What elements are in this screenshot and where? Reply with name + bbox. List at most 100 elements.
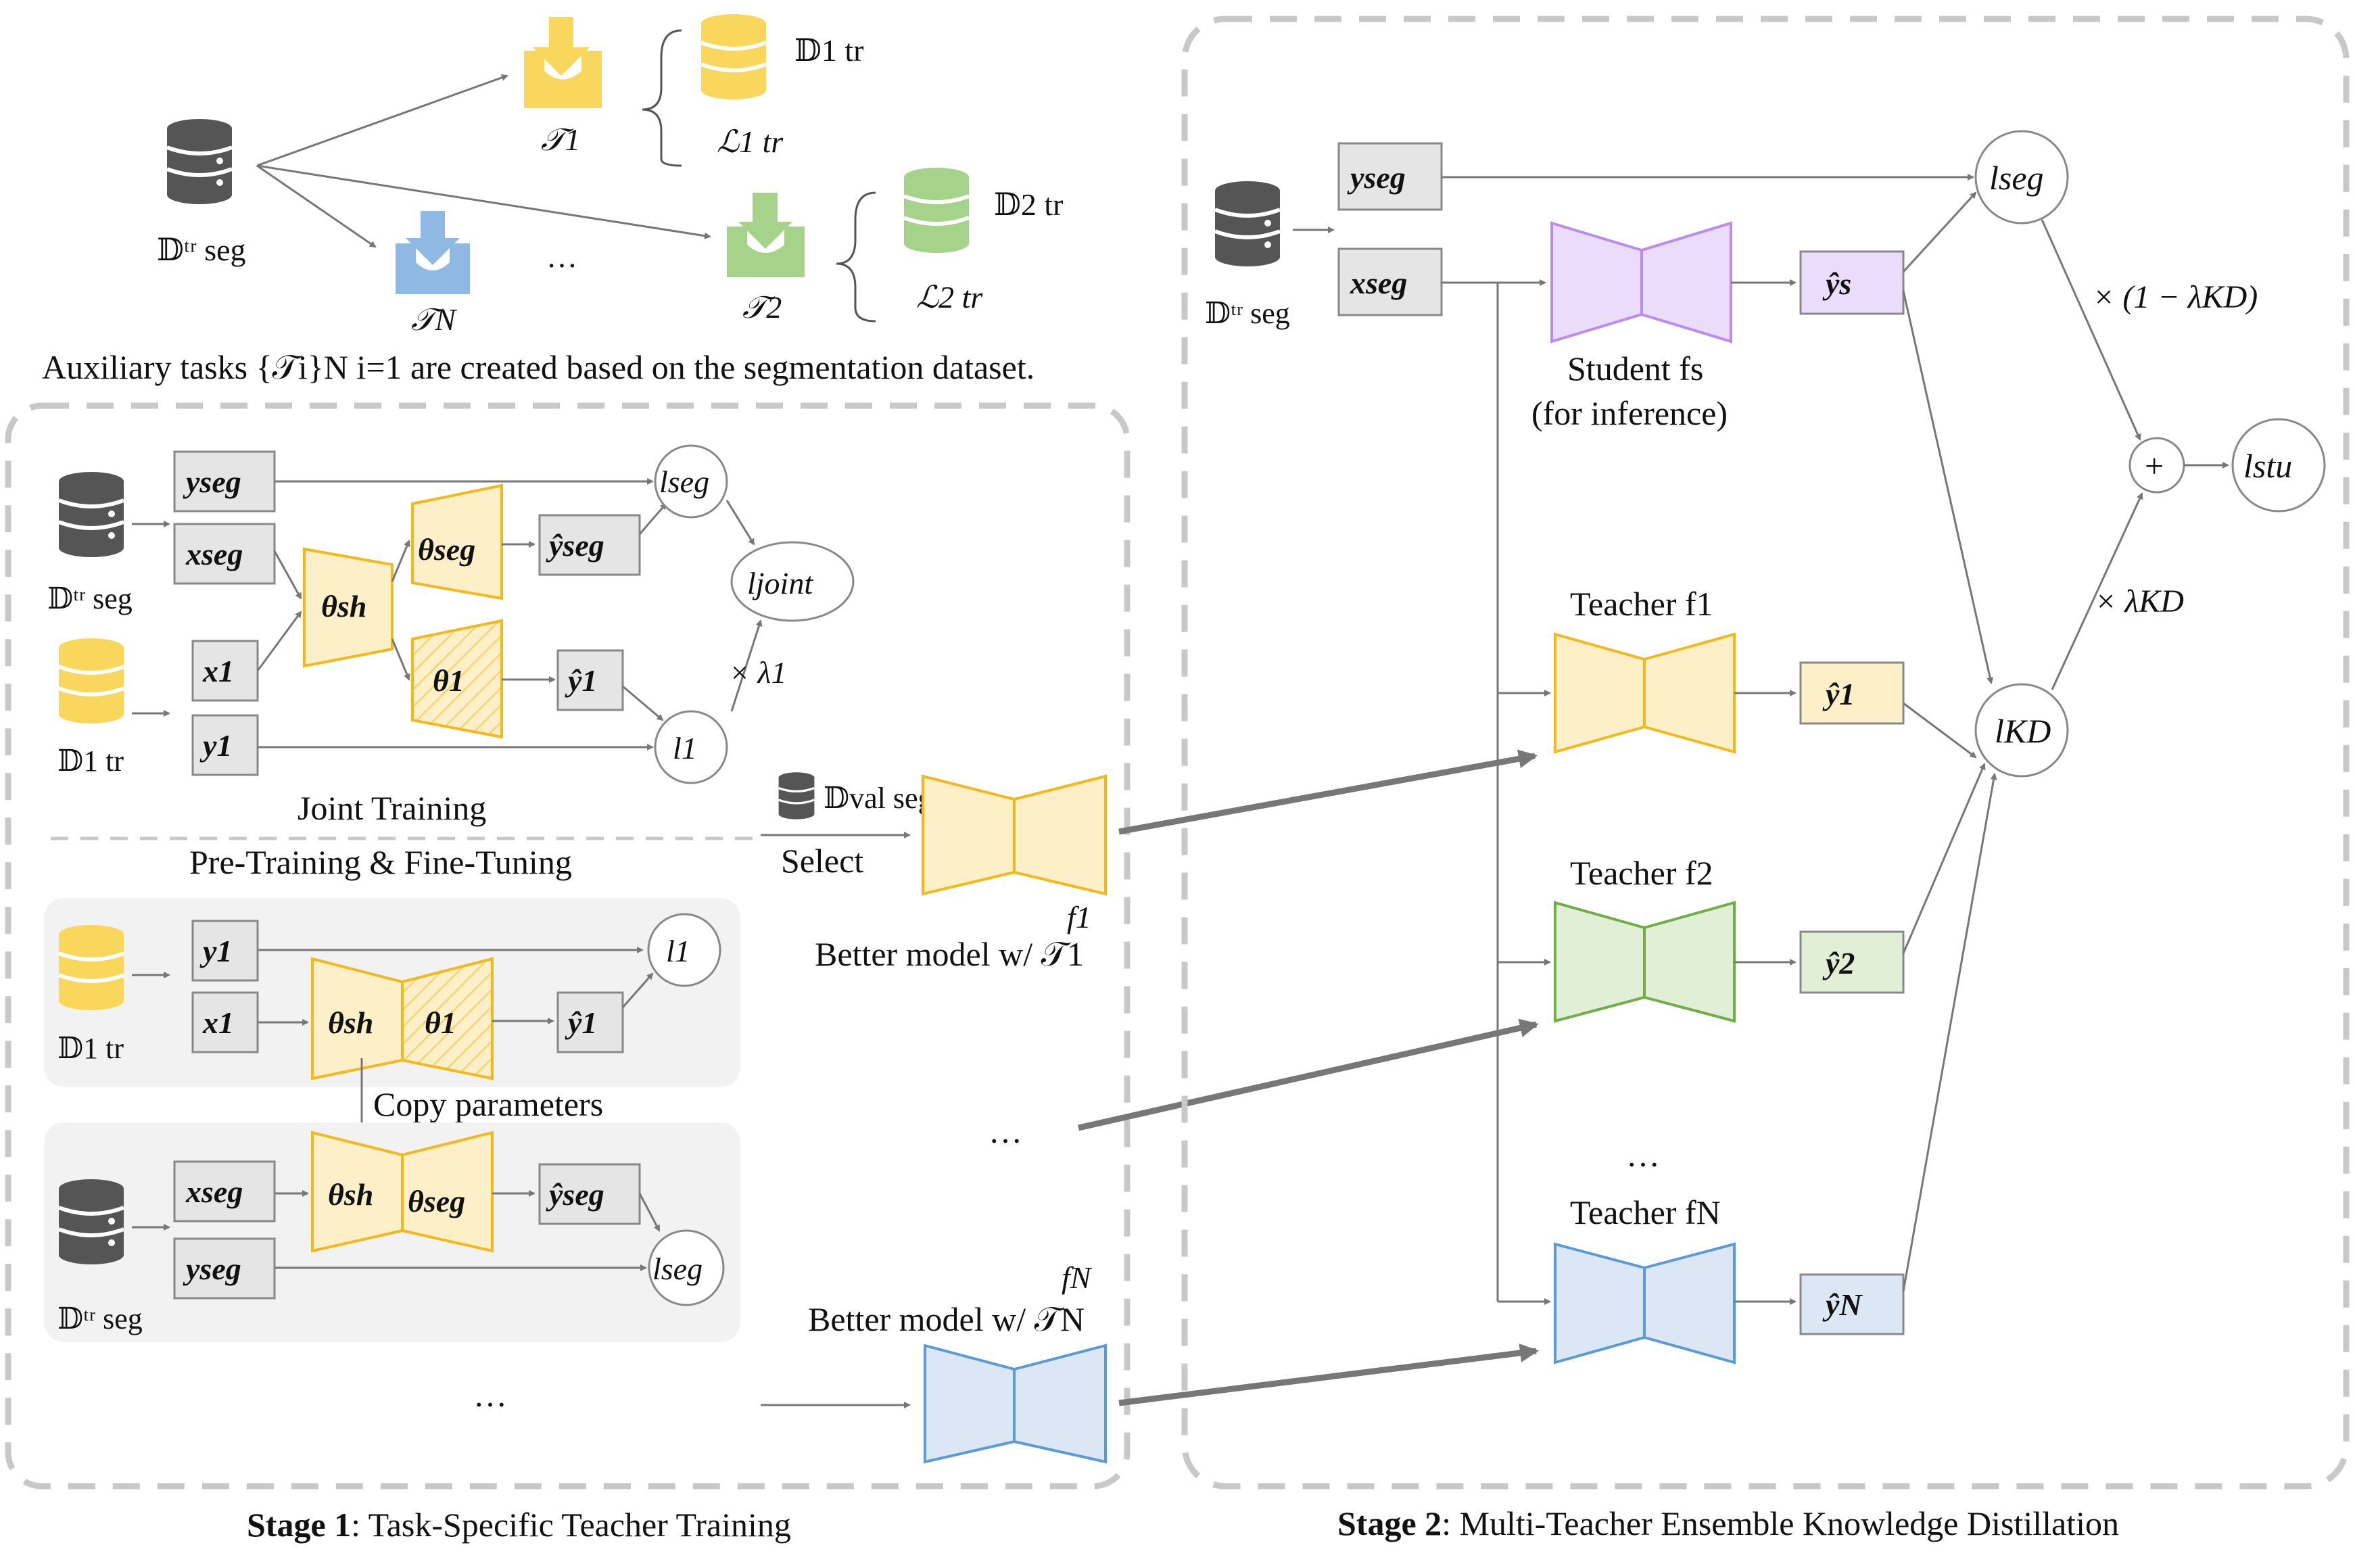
- arrow-teacherN-transfer: [1118, 1344, 1539, 1406]
- joint-x1-box: [191, 640, 259, 702]
- arrow-yhatseg-to-lseg: [638, 502, 667, 535]
- pretrain-aux-dataset-label: 𝔻1 tr: [57, 1032, 124, 1065]
- header-section: 𝔻ᵗʳ seg 𝒯1 𝒯N … 𝒯2: [42, 14, 1064, 386]
- student-yhat-box: [1799, 250, 1905, 315]
- joint-shared-encoder: [303, 547, 394, 668]
- student-label: Student fs: [1567, 350, 1703, 387]
- better-model-n-decoder: [1013, 1344, 1107, 1464]
- stage1-title-bold: Stage 1: [247, 1506, 351, 1544]
- pretrain-yhat1-text: ŷ1: [565, 1005, 597, 1040]
- arrow-teacher1-to-lkd: [1903, 702, 1977, 759]
- pretrain-y1-box: [191, 920, 259, 982]
- dataset1-db-icon: [700, 14, 767, 99]
- val-dataset-label: 𝔻val seg: [824, 782, 933, 815]
- arrow-to-task2: [256, 164, 711, 239]
- joint-training-title: Joint Training: [298, 789, 486, 827]
- pretrain-panel: 𝔻1 tr y1 x1 θsh θ1 ŷ1 l1: [44, 898, 740, 1087]
- teacher1-encoder: [1554, 632, 1646, 754]
- arrow-to-taskN: [256, 164, 377, 248]
- stage1-frame: [5, 402, 1131, 1490]
- stage2-seg-dataset-label: 𝔻ᵗʳ seg: [1205, 297, 1290, 330]
- joint-l1-node: [654, 710, 728, 784]
- finetune-theta-seg-text: θseg: [408, 1184, 465, 1218]
- better-model-n-f: fN: [1062, 1260, 1093, 1295]
- pretrain-x1-text: x1: [202, 1005, 234, 1040]
- arrow-lseg-to-ljoint: [725, 500, 755, 546]
- joint-y1-text: y1: [199, 728, 232, 763]
- stage2-title-bold: Stage 2: [1337, 1504, 1442, 1542]
- stage2-plus-text: +: [2145, 447, 2164, 485]
- joint-y1-box: [191, 714, 259, 776]
- stage2-x-seg-box: [1337, 247, 1443, 316]
- stage2-title-rest: : Multi-Teacher Ensemble Knowledge Disti…: [1442, 1504, 2119, 1542]
- teacher2-yhat-box: [1799, 930, 1905, 994]
- arrow-l1-to-ljoint: [730, 619, 763, 712]
- teacher1-yhat-box: [1799, 661, 1905, 725]
- finetune-y-seg-text: yseg: [183, 1252, 241, 1286]
- arrow-finetune-yhat-to-lseg: [638, 1193, 661, 1232]
- student-yhat-text: ŷs: [1822, 266, 1851, 301]
- pretrain-l1-text: l1: [666, 934, 690, 968]
- pretrain-l1-node: [647, 913, 721, 987]
- student-decoder: [1640, 221, 1732, 343]
- joint-y-seg-text: yseg: [183, 465, 241, 499]
- pretrain-aux-head: [401, 957, 494, 1080]
- better-model-1-decoder: [1013, 774, 1107, 896]
- teacher2-decoder: [1643, 901, 1736, 1023]
- finetune-theta-sh-text: θsh: [328, 1177, 373, 1212]
- joint-ljoint-text: ljoint: [747, 566, 813, 600]
- teacher2-label: Teacher f2: [1570, 854, 1713, 892]
- joint-ljoint-node: [730, 541, 855, 622]
- joint-lseg-node: [654, 444, 728, 519]
- arrow-to-task1: [256, 74, 508, 167]
- arrow-lseg-to-plus: [2041, 219, 2141, 441]
- arrow-xseg-to-shared: [273, 550, 302, 600]
- joint-seg-head: [411, 483, 503, 600]
- arrow-teacher1-transfer: [1118, 749, 1538, 835]
- dataset1-brace: [642, 29, 682, 167]
- stage2-lstu-node: [2231, 418, 2326, 513]
- arrow-yhat1-to-l1: [622, 685, 664, 721]
- header-ellipsis: …: [546, 239, 577, 274]
- task1-tray-icon: [524, 17, 602, 108]
- stage2-section: 𝔻ᵗʳ seg yseg xseg Student fs (for infere…: [1205, 130, 2326, 1364]
- stage2-kd-weight: × λKD: [2095, 584, 2184, 619]
- joint-training-block: 𝔻ᵗʳ seg 𝔻1 tr yseg xseg x1 y1 θsh θseg θ…: [47, 444, 855, 827]
- stage1-title-rest: : Task-Specific Teacher Training: [351, 1506, 791, 1544]
- joint-aux-head: [411, 619, 503, 739]
- arrow-pretrain-yhat-to-l1: [621, 972, 654, 1008]
- joint-theta-1-text: θ1: [433, 663, 465, 698]
- arrow-student-to-lkd: [1902, 290, 1994, 684]
- stage2-lkd-text: lKD: [1995, 712, 2051, 750]
- better-model-n-label: Better model w/ 𝒯N: [808, 1300, 1085, 1338]
- better-model-1-encoder: [922, 774, 1016, 896]
- mid-ellipsis: …: [989, 1112, 1022, 1150]
- joint-aux-dataset-icon: [57, 638, 125, 723]
- stage1-bottom-ellipsis: …: [473, 1376, 507, 1414]
- task2-tray-icon: [727, 193, 805, 277]
- joint-lseg-text: lseg: [659, 465, 709, 499]
- loss2-label: ℒ2 tr: [916, 280, 983, 314]
- task2-label: 𝒯2: [742, 290, 782, 325]
- dataset2-label: 𝔻2 tr: [994, 187, 1064, 222]
- stage1-title: Stage 1: Task-Specific Teacher Training: [247, 1506, 791, 1544]
- better-model-1-label: Better model w/ 𝒯1: [815, 935, 1084, 973]
- pretrain-x1-box: [191, 991, 259, 1053]
- teacherN-yhat-text: ŷN: [1822, 1287, 1863, 1322]
- joint-x1-text: x1: [202, 654, 234, 688]
- dataset2-brace: [836, 191, 876, 323]
- select-label: Select: [781, 842, 863, 880]
- stage2-frame: [1181, 16, 2350, 1490]
- pretrain-title: Pre-Training & Fine-Tuning: [189, 843, 572, 881]
- teacher2-encoder: [1554, 901, 1646, 1023]
- better-model-1-f: f1: [1067, 900, 1091, 934]
- dataset2-db-icon: [903, 168, 970, 253]
- finetune-y-seg-box: [173, 1237, 276, 1300]
- joint-lambda-text: × λ1: [729, 655, 786, 690]
- segmentation-dataset-icon: [167, 119, 232, 204]
- finetune-seg-head: [401, 1131, 494, 1253]
- finetune-yhat-seg-text: ŷseg: [546, 1177, 604, 1212]
- finetune-x-seg-box: [173, 1160, 276, 1222]
- finetune-lseg-text: lseg: [652, 1252, 703, 1286]
